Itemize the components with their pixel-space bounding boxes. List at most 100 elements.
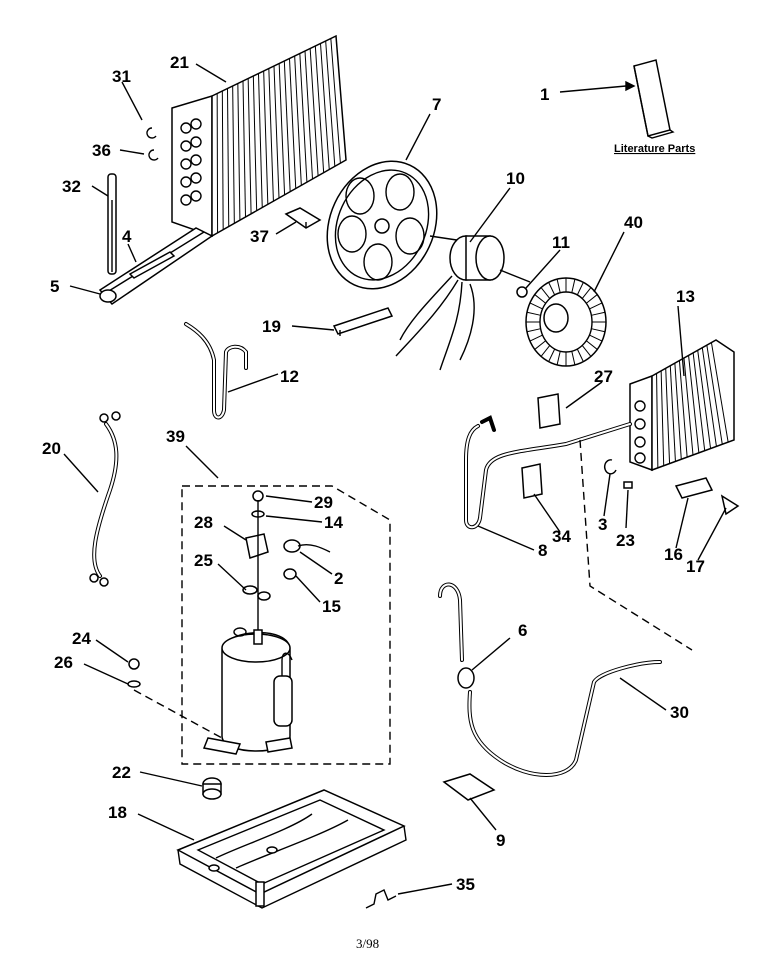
coil-fin bbox=[576, 282, 584, 296]
coil-fin bbox=[242, 80, 246, 218]
screw-part-23[interactable] bbox=[623, 481, 633, 489]
base-pan[interactable] bbox=[176, 789, 407, 909]
gasket-strip[interactable] bbox=[128, 251, 176, 279]
thermostat-bracket[interactable] bbox=[674, 477, 714, 499]
coil-fin bbox=[589, 302, 603, 310]
coil-fin bbox=[540, 287, 551, 299]
coil-fin bbox=[534, 340, 546, 350]
mounting-guide-line bbox=[133, 689, 223, 739]
coil-fin bbox=[692, 352, 706, 451]
compressor-assembly-outline bbox=[181, 485, 391, 765]
mounting-bracket[interactable] bbox=[332, 307, 394, 336]
terminal-cover-28[interactable] bbox=[245, 533, 269, 559]
coil-fin bbox=[283, 60, 291, 192]
clip-part-3[interactable] bbox=[603, 459, 617, 475]
coil-fin bbox=[247, 78, 252, 214]
coil-fin bbox=[314, 45, 325, 173]
coil-fin bbox=[268, 68, 274, 202]
coil-fin bbox=[330, 38, 341, 164]
coil-fin bbox=[289, 58, 297, 189]
foam-pad-9[interactable] bbox=[442, 773, 496, 801]
nut-29[interactable] bbox=[252, 490, 264, 502]
coil-fin bbox=[534, 294, 546, 304]
coil-fin bbox=[586, 294, 598, 304]
evaporator-line bbox=[579, 439, 693, 651]
callout-25: 25 bbox=[194, 551, 213, 570]
leader-lines bbox=[63, 63, 727, 895]
coil-fin bbox=[701, 347, 717, 447]
callout-39: 39 bbox=[166, 427, 185, 446]
coil-fin bbox=[237, 83, 241, 221]
foam-block[interactable] bbox=[284, 207, 322, 229]
power-cord[interactable] bbox=[89, 411, 121, 587]
grommet-15[interactable] bbox=[283, 568, 297, 580]
callout-18: 18 bbox=[108, 803, 127, 822]
callout-9: 9 bbox=[496, 831, 505, 850]
axial-fan-blade[interactable] bbox=[307, 143, 457, 307]
callout-29: 29 bbox=[314, 493, 333, 512]
callout-19: 19 bbox=[262, 317, 281, 336]
overload-protector-2[interactable] bbox=[283, 539, 331, 553]
callout-17: 17 bbox=[686, 557, 705, 576]
coil-fin bbox=[556, 278, 561, 293]
discharge-tube[interactable] bbox=[464, 415, 632, 530]
grommet-stack[interactable] bbox=[257, 591, 271, 601]
coil-fin bbox=[325, 40, 336, 167]
coil-fin bbox=[540, 345, 551, 357]
coil-fin bbox=[683, 357, 694, 456]
callout-16: 16 bbox=[664, 545, 683, 564]
compressor-grommet[interactable] bbox=[202, 777, 222, 800]
coil-fin bbox=[656, 373, 659, 468]
coil-fin bbox=[591, 311, 606, 316]
callout-21: 21 bbox=[170, 53, 189, 72]
clip-part-31[interactable] bbox=[146, 127, 157, 139]
compressor[interactable] bbox=[202, 627, 293, 755]
coil-fin bbox=[589, 334, 603, 342]
nut-24[interactable] bbox=[128, 658, 140, 670]
callout-14: 14 bbox=[324, 513, 343, 532]
capillary-tube[interactable] bbox=[184, 322, 248, 420]
literature-booklet[interactable] bbox=[633, 59, 675, 139]
coil-fin bbox=[660, 370, 665, 466]
suction-tube[interactable] bbox=[438, 582, 662, 777]
coil-fin bbox=[674, 363, 682, 460]
callout-34: 34 bbox=[552, 527, 571, 546]
coil-fin bbox=[320, 43, 330, 170]
coil-fin bbox=[232, 85, 235, 224]
clip-part-36[interactable] bbox=[148, 149, 159, 161]
callout-15: 15 bbox=[322, 597, 341, 616]
fan-motor[interactable] bbox=[395, 235, 531, 371]
callout-2: 2 bbox=[334, 569, 343, 588]
blower-wheel[interactable] bbox=[525, 277, 607, 367]
callout-35: 35 bbox=[456, 875, 475, 894]
coil-fin bbox=[309, 48, 319, 176]
washer-25[interactable] bbox=[242, 585, 258, 595]
thermostat-sensor[interactable] bbox=[720, 494, 740, 516]
washer-26[interactable] bbox=[127, 680, 141, 688]
insulator-block[interactable] bbox=[521, 463, 543, 499]
sensor-rod[interactable] bbox=[107, 173, 117, 275]
coil-fin bbox=[571, 278, 576, 293]
callout-32: 32 bbox=[62, 177, 81, 196]
callout-26: 26 bbox=[54, 653, 73, 672]
callout-labels: 1 2 3 4 5 6 7 8 9 10 11 12 13 14 15 16 1… bbox=[42, 53, 705, 894]
callout-6: 6 bbox=[518, 621, 527, 640]
callout-24: 24 bbox=[72, 629, 91, 648]
callout-13: 13 bbox=[676, 287, 695, 306]
callout-40: 40 bbox=[624, 213, 643, 232]
clip-part-35[interactable] bbox=[365, 889, 397, 909]
coil-fin bbox=[278, 63, 286, 195]
callout-36: 36 bbox=[92, 141, 111, 160]
coil-fin bbox=[571, 351, 576, 366]
coil-fin bbox=[529, 302, 543, 310]
coil-fin bbox=[697, 350, 712, 449]
evaporator-coil[interactable] bbox=[629, 339, 735, 472]
coil-fin bbox=[548, 282, 556, 296]
coil-fin bbox=[576, 348, 584, 362]
foam-pad-27[interactable] bbox=[537, 393, 561, 429]
condenser-coil[interactable] bbox=[171, 34, 347, 238]
coil-fin bbox=[227, 88, 230, 227]
coil-fin bbox=[294, 55, 302, 186]
motor-nut[interactable] bbox=[516, 286, 528, 298]
